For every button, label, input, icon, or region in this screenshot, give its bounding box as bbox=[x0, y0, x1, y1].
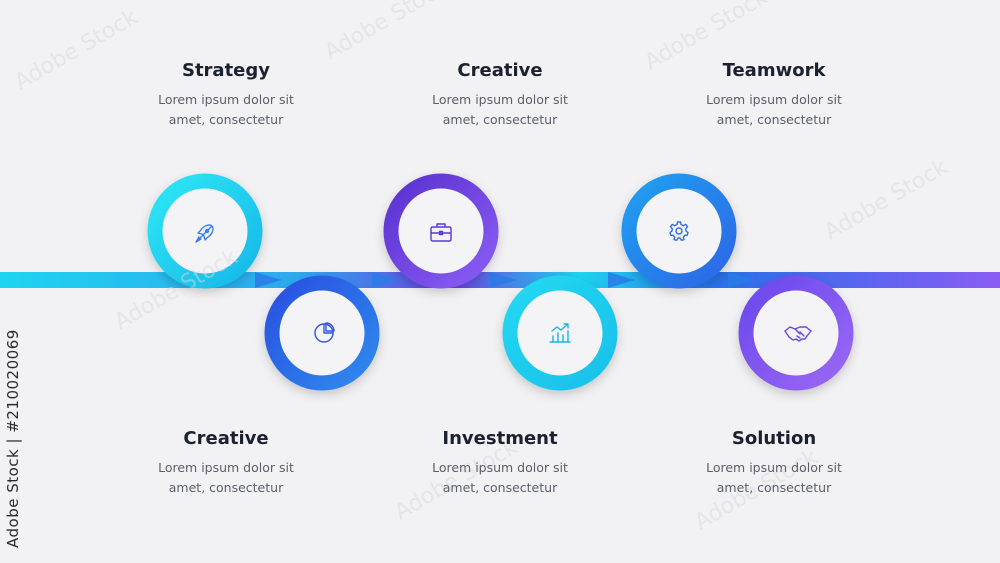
stock-id-watermark: Adobe Stock | #210020069 bbox=[4, 329, 22, 548]
step-ring-2 bbox=[264, 275, 380, 391]
step-desc-line1: Lorem ipsum dolor sit bbox=[158, 460, 294, 475]
step-desc-line2: amet, consectetur bbox=[168, 112, 284, 127]
step-title: Investment bbox=[442, 428, 558, 449]
step-desc-line1: Lorem ipsum dolor sit bbox=[706, 460, 842, 475]
step-desc-line1: Lorem ipsum dolor sit bbox=[432, 460, 568, 475]
svg-text:Adobe Stock: Adobe Stock bbox=[11, 5, 143, 96]
step-label-investment: Investment Lorem ipsum dolor sit amet, c… bbox=[400, 428, 600, 498]
step-label-solution: Solution Lorem ipsum dolor sit amet, con… bbox=[674, 428, 874, 498]
step-desc-line2: amet, consectetur bbox=[168, 480, 284, 495]
rocket-icon bbox=[195, 224, 214, 243]
svg-text:Adobe Stock: Adobe Stock bbox=[821, 155, 953, 246]
step-title: Strategy bbox=[181, 60, 271, 81]
step-title: Creative bbox=[457, 60, 543, 81]
step-desc-line1: Lorem ipsum dolor sit bbox=[432, 92, 568, 107]
step-label-creative-bottom: Creative Lorem ipsum dolor sit amet, con… bbox=[126, 428, 326, 498]
step-label-teamwork: Teamwork Lorem ipsum dolor sit amet, con… bbox=[674, 60, 874, 130]
timeline-arrows bbox=[255, 272, 755, 288]
step-title: Teamwork bbox=[722, 60, 826, 81]
step-title: Creative bbox=[183, 428, 269, 449]
step-desc-line2: amet, consectetur bbox=[716, 112, 832, 127]
step-desc-line1: Lorem ipsum dolor sit bbox=[158, 92, 294, 107]
step-desc-line1: Lorem ipsum dolor sit bbox=[706, 92, 842, 107]
step-ring-6 bbox=[738, 275, 854, 391]
growth-chart-icon bbox=[549, 323, 571, 343]
step-label-creative-top: Creative Lorem ipsum dolor sit amet, con… bbox=[400, 60, 600, 130]
step-title: Solution bbox=[731, 428, 817, 449]
handshake-icon bbox=[784, 326, 812, 342]
step-desc-line2: amet, consectetur bbox=[442, 480, 558, 495]
svg-text:Adobe Stock: Adobe Stock bbox=[321, 0, 453, 65]
gear-icon bbox=[669, 221, 689, 241]
briefcase-icon bbox=[430, 223, 452, 242]
pie-chart-icon bbox=[314, 322, 335, 343]
step-desc-line2: amet, consectetur bbox=[442, 112, 558, 127]
step-ring-5 bbox=[621, 173, 737, 289]
step-desc-line2: amet, consectetur bbox=[716, 480, 832, 495]
step-label-strategy: Strategy Lorem ipsum dolor sit amet, con… bbox=[126, 60, 326, 130]
step-ring-4 bbox=[502, 275, 618, 391]
